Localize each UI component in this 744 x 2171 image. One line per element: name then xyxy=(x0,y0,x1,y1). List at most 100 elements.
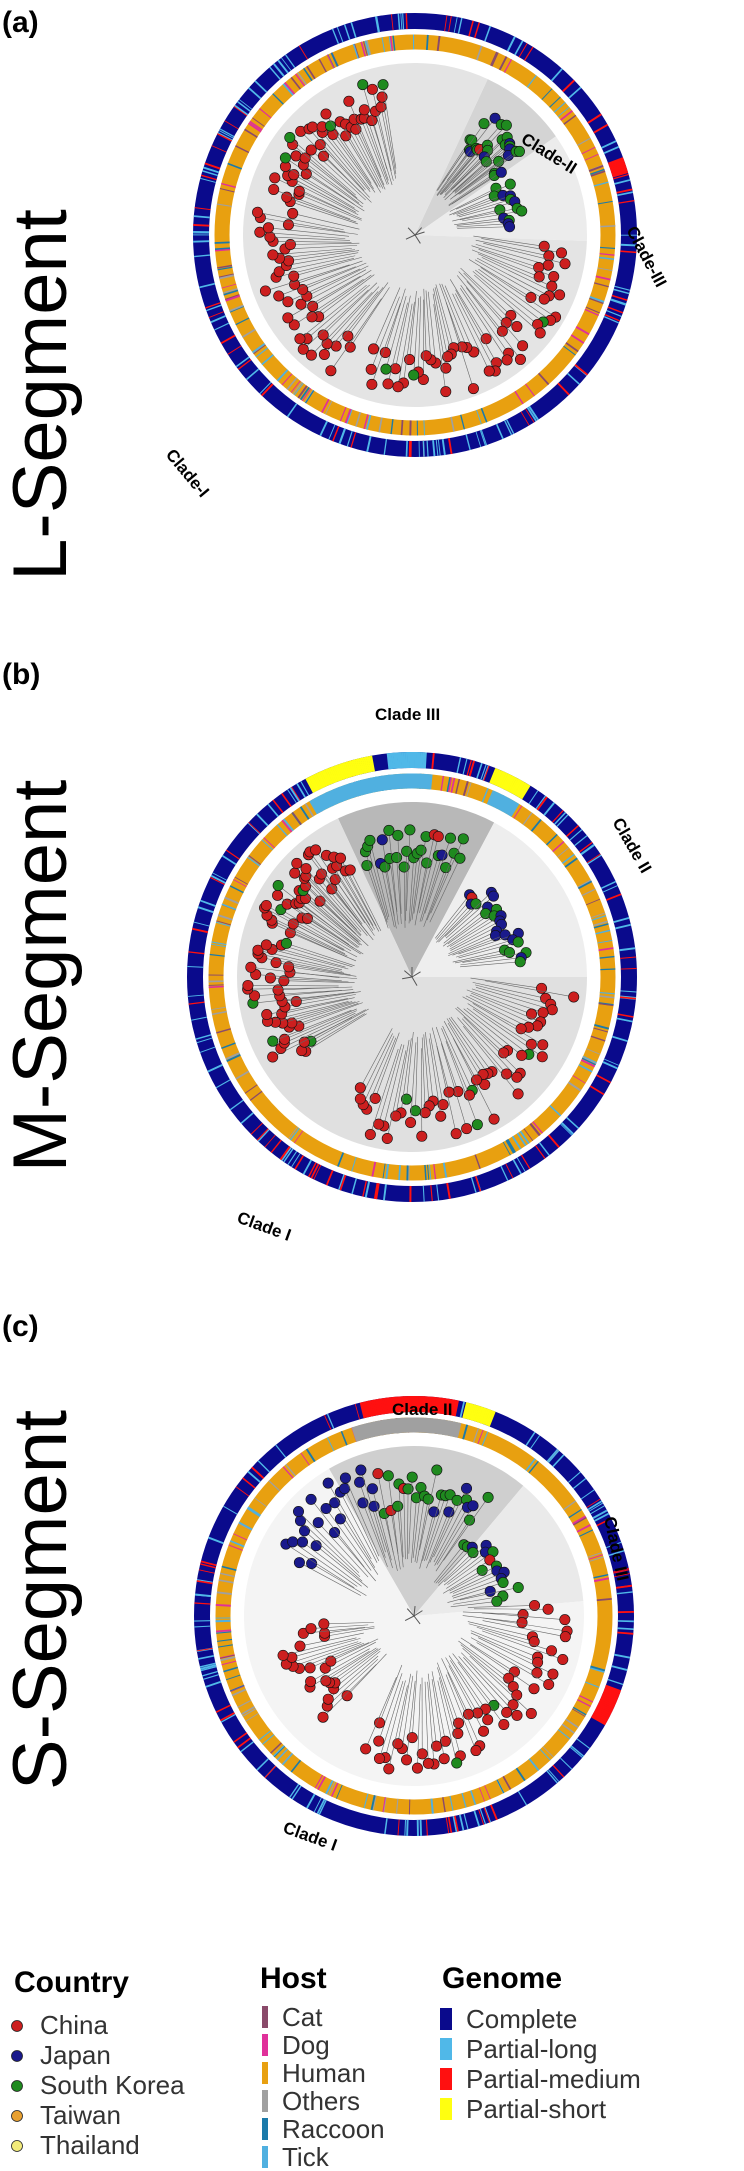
tree-c-genome-ring-band xyxy=(470,1404,478,1421)
tree-c-genome-ring-band xyxy=(423,1396,427,1413)
tree-c-host-ring-tick xyxy=(589,1667,605,1673)
tree-a-clade-3-branch xyxy=(481,257,560,296)
tree-c-host-ring-tick xyxy=(588,1554,603,1560)
tree-c-clade-4-branch xyxy=(324,1626,375,1634)
tree-b-clade-1-tip xyxy=(314,895,326,907)
tree-c-clade-1-branch xyxy=(300,1520,361,1578)
tree-b-clade-2-branch xyxy=(286,943,355,967)
tree-a-clade-3-branch xyxy=(458,271,507,323)
tree-a-host-ring-tick xyxy=(366,414,372,430)
tree-b-genome-ring-tick xyxy=(512,1159,522,1175)
tree-b-host-ring-band xyxy=(384,775,389,791)
tree-b-genome-ring-tick xyxy=(364,1181,371,1198)
tree-c-clade-3-branch xyxy=(446,1559,490,1589)
legend-title-genome: Genome xyxy=(442,1962,562,1995)
tree-c-clade-2-tip xyxy=(382,1470,394,1482)
tree-a-clade-3-tip xyxy=(538,240,550,252)
tree-c-host-ring-tick xyxy=(372,1795,377,1811)
tree-c-host-ring-tick xyxy=(572,1515,587,1525)
tree-c-host-ring-band xyxy=(388,1418,393,1435)
tree-c-clade-5-branch xyxy=(482,1620,566,1637)
tree-a-clade-3-tip xyxy=(392,381,404,393)
legend-swatch-bar xyxy=(440,2098,452,2120)
tree-b-clade-5-branch xyxy=(449,920,500,950)
tree-c-clade-2-branch xyxy=(408,1477,413,1554)
tree-a-genome-ring-tick xyxy=(503,420,513,436)
tree-c-genome-ring-band xyxy=(475,1406,484,1423)
tree-c-genome-ring-tick xyxy=(419,1819,423,1836)
tree-a-clade-2-branch xyxy=(290,242,360,245)
tree-c-clade-2-tip xyxy=(422,1493,434,1505)
tree-c-genome-ring-tick xyxy=(517,1790,528,1806)
tree-a-clade-2-branch xyxy=(311,291,373,356)
tree-c-clade-2-branch xyxy=(424,1495,446,1562)
tree-a-clade-3-branch xyxy=(472,271,538,325)
tree-b-clade-5-tip xyxy=(487,890,499,902)
tree-b-genome-ring-band xyxy=(312,774,322,790)
tree-b-clade-5-branch xyxy=(435,894,470,939)
legend-swatch-bar xyxy=(262,2090,268,2112)
tree-b-host-ring-band xyxy=(351,782,358,798)
tree-a-clade-2-tip xyxy=(297,284,309,296)
tree-a-host-ring-tick xyxy=(563,345,576,356)
tree-a-clade-4-branch xyxy=(440,149,478,196)
tree-b-clade-2-root xyxy=(402,976,413,980)
tree-a-genome-ring-tick xyxy=(200,174,217,181)
tree-c-host-ring-tick xyxy=(237,1699,252,1708)
tree-c-host-ring-tick xyxy=(221,1565,237,1571)
segment-label-l: L-Segment xyxy=(0,209,83,581)
tree-a-clade-3-branch xyxy=(473,235,545,247)
tree-a-host-ring-tick xyxy=(541,88,553,100)
tree-c-genome-ring-tick xyxy=(546,1448,559,1463)
tree-a-host-ring-tick xyxy=(248,122,262,133)
tree-b-clade-3-branch xyxy=(470,977,542,989)
tree-b-genome-ring-tick xyxy=(199,1046,216,1053)
tree-c-genome-ring-tick xyxy=(242,1477,256,1489)
tree-a-genome-ring-tick xyxy=(238,99,253,110)
tree-c-clade-1-branch xyxy=(340,1518,379,1575)
tree-c-clade-2-tip xyxy=(392,1500,404,1512)
tree-c-clade-4-branch xyxy=(334,1648,381,1684)
tree-a-clade-1-tip xyxy=(269,172,281,184)
tree-a-clade-2-tip xyxy=(282,296,294,308)
tree-b-host-ring-tick xyxy=(216,920,231,926)
tree-c-clade-5-branch xyxy=(473,1608,549,1610)
tree-b-clade-5-tip xyxy=(490,930,502,942)
tree-a-clade-3-branch xyxy=(439,283,463,348)
tree-a-host-ring-tick xyxy=(224,294,240,301)
tree-b-host-ring-tick xyxy=(532,1121,543,1134)
tree-b-host-ring-tick xyxy=(304,803,315,817)
tree-a-genome-ring-tick xyxy=(465,434,471,451)
tree-c-host-ring-band xyxy=(438,1419,443,1435)
tree-a-clade-1-tip xyxy=(350,123,362,135)
tree-a-clade-1-branch xyxy=(292,181,359,216)
tree-b-clade-1-tip xyxy=(335,852,347,864)
tree-a-clade-1-branch xyxy=(298,194,362,221)
tree-b-clade-4-tip xyxy=(391,852,403,864)
tree-c-genome-ring-tick xyxy=(588,1502,604,1512)
tree-b-host-ring-band xyxy=(428,774,433,790)
tree-c-genome-ring-tick xyxy=(247,1471,261,1483)
tree-a-clade-4-tip xyxy=(500,119,512,131)
tree-a-clade-2-tip xyxy=(305,349,317,361)
tree-c-genome-ring-band xyxy=(399,1396,403,1413)
tree-b-clade-5-tip xyxy=(503,946,515,958)
tree-b-host-ring-tick xyxy=(530,819,542,832)
tree-a-clade-2-tip xyxy=(254,226,266,238)
tree-c-host-ring-tick xyxy=(273,1745,286,1758)
tree-c-clade-5-branch xyxy=(476,1626,552,1651)
tree-a-host-ring-tick xyxy=(297,385,308,399)
tree-c-clade-2-branch xyxy=(416,1499,429,1564)
tree-c-genome-ring-band xyxy=(393,1396,398,1413)
tree-b-clade-3-tip xyxy=(400,1093,412,1105)
tree-b-clade-4-tip xyxy=(436,849,448,861)
tree-b-clade-4-tip xyxy=(398,861,410,873)
tree-c-host-ring-tick xyxy=(219,1572,235,1578)
tree-c-clade-5-tip xyxy=(557,1653,569,1665)
tree-a-clade-1-branch xyxy=(293,174,359,212)
tree-c-genome-ring-band xyxy=(472,1405,480,1422)
tree-c-genome-ring-band xyxy=(465,1403,473,1420)
tree-a-host-ring-tick xyxy=(588,164,604,172)
tree-b-host-ring-tick xyxy=(263,837,276,849)
tree-b-genome-ring-tick xyxy=(620,956,637,959)
